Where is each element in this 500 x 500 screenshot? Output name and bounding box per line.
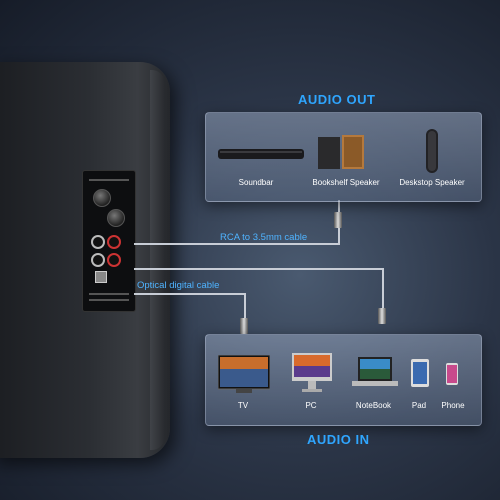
optical-plug (240, 318, 248, 334)
device-label-soundbar: Soundbar (238, 178, 274, 187)
phone-icon (446, 363, 458, 385)
device-label-tv: TV (237, 401, 249, 410)
pad-icon (411, 359, 429, 387)
speaker-edge (150, 70, 164, 450)
audio-in-title: AUDIO IN (307, 432, 370, 447)
optical-cable-label: Optical digital cable (137, 280, 220, 291)
panel-marking (89, 293, 129, 295)
device-label-pc: PC (305, 401, 317, 410)
rca-cable-horizontal (134, 243, 339, 245)
speaker-rear-panel (82, 170, 136, 312)
optical-cable-horizontal (134, 293, 246, 295)
aux-jack-white (91, 235, 105, 249)
device-label-bookshelf: Bookshelf Speaker (312, 178, 380, 187)
audio-in-panel: TV PC NoteBook Pad Phone (205, 334, 482, 426)
notebook-icon (352, 357, 398, 386)
device-label-desktop: Deskstop Speaker (399, 178, 465, 187)
rca-cable-lower (134, 268, 384, 270)
audio-out-title: AUDIO OUT (298, 92, 376, 107)
aux-jack-red (107, 235, 121, 249)
tv-icon (218, 355, 270, 393)
panel-marking (89, 299, 129, 301)
rca-plug-bottom (378, 308, 386, 324)
audio-out-panel: Soundbar Bookshelf Speaker Deskstop Spea… (205, 112, 482, 202)
out-jack-white (91, 253, 105, 267)
rca-plug-top (334, 212, 342, 228)
pc-icon (292, 353, 332, 392)
rca-cable-label: RCA to 3.5mm cable (220, 232, 308, 243)
device-label-notebook: NoteBook (355, 401, 392, 410)
device-label-pad: Pad (411, 401, 427, 410)
optical-port (95, 271, 107, 283)
out-jack-red (107, 253, 121, 267)
rca-cable-down (382, 268, 384, 316)
panel-marking (89, 179, 129, 181)
optical-cable-down (244, 293, 246, 323)
soundbar-icon (218, 149, 304, 159)
volume-knob (93, 189, 111, 207)
bookshelf-speaker-icon (318, 135, 364, 169)
device-label-phone: Phone (441, 401, 465, 410)
tone-knob (107, 209, 125, 227)
desktop-speaker-icon (426, 129, 438, 173)
